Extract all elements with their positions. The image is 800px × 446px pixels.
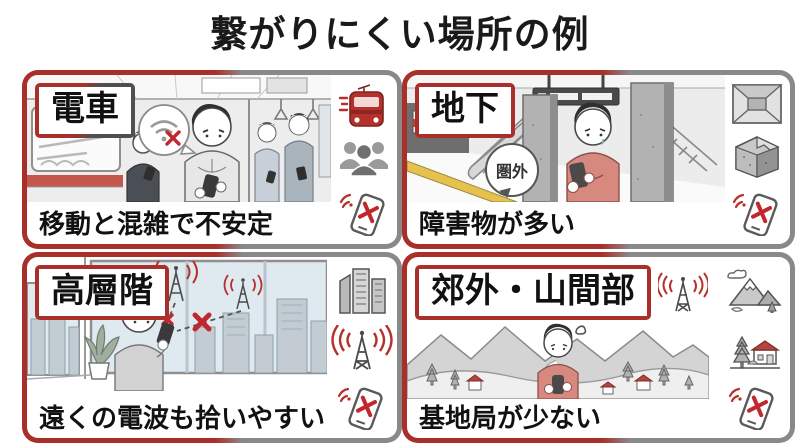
label-underground-text: 地下 [419, 87, 511, 134]
standing-passengers [254, 113, 314, 202]
concrete-block-icon [735, 135, 780, 178]
antenna-waves-icon [658, 272, 708, 312]
mountain-icon [727, 269, 782, 313]
confusion-squiggle [575, 325, 587, 335]
page-title: 繋がりにくい場所の例 [210, 14, 590, 55]
underground-icon-column [728, 83, 786, 236]
man-with-phone [184, 104, 240, 202]
panel-highfloor: 高層階 遠くの電波も拾いやすい [22, 252, 402, 443]
highfloor-icon-column [331, 265, 393, 430]
houses [465, 374, 654, 395]
train-icon-column [335, 83, 393, 236]
x-mark [165, 130, 181, 146]
train-icon [338, 84, 384, 127]
no-signal-phone-icon [728, 387, 774, 430]
potted-plant [83, 323, 120, 380]
label-underground: 地下 [415, 83, 515, 138]
panel-underground: 圏外 地下 障害物が多い [402, 70, 795, 249]
tunnel-icon [731, 84, 783, 124]
wifi-no-signal-bubble [138, 104, 197, 156]
panel-highfloor-inner: 高層階 遠くの電波も拾いやすい [27, 257, 397, 438]
panel-train: 電車 移動と混雑で不安定 [22, 70, 402, 249]
out-of-service-bubble: 圏外 [485, 143, 539, 197]
man-with-phone [537, 323, 587, 399]
label-train-text: 電車 [39, 87, 131, 134]
caption-underground: 障害物が多い [419, 209, 576, 239]
label-highfloor: 高層階 [35, 265, 169, 320]
cell-tower-2 [223, 274, 263, 310]
label-highfloor-text: 高層階 [39, 269, 165, 316]
no-signal-phone-icon [732, 193, 778, 236]
house-tree-icon [730, 335, 781, 369]
no-signal-phone-icon [337, 387, 383, 430]
panel-suburb: 郊外・山間部 基地局が少ない [402, 252, 795, 443]
label-suburb-text: 郊外・山間部 [419, 269, 647, 316]
suburb-icon-column [720, 269, 786, 430]
panel-suburb-inner: 郊外・山間部 基地局が少ない [407, 257, 790, 438]
mountain-landscape-illustration [407, 319, 709, 399]
panel-underground-inner: 圏外 地下 障害物が多い [407, 75, 790, 244]
man-with-phone [566, 102, 620, 202]
antenna-waves-icon [331, 324, 393, 370]
crowd-icon [340, 141, 388, 177]
city-skyline [194, 298, 327, 374]
out-of-service-text: 圏外 [495, 164, 528, 181]
trees [426, 360, 694, 390]
buildings-icon [339, 268, 386, 314]
no-signal-phone-icon [339, 193, 385, 236]
label-train: 電車 [35, 83, 135, 138]
caption-highfloor: 遠くの電波も拾いやすい [39, 403, 326, 433]
panel-train-inner: 電車 移動と混雑で不安定 [27, 75, 397, 244]
caption-train: 移動と混雑で不安定 [39, 209, 274, 239]
label-suburb: 郊外・山間部 [415, 265, 651, 320]
caption-suburb: 基地局が少ない [419, 403, 602, 433]
